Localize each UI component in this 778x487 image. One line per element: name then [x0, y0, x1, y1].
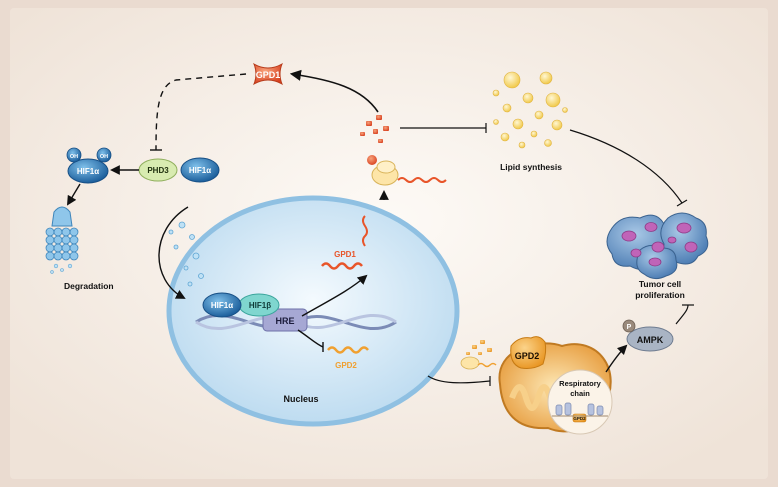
proteasome-icon	[45, 206, 79, 274]
gpd1-mrna-label: GPD1	[334, 250, 356, 259]
hif1a-oh-protein	[67, 158, 109, 184]
arrow-hre-to-gpd1	[301, 274, 368, 317]
nucleus	[166, 195, 460, 427]
respiratory-chain-inset	[547, 369, 613, 435]
arrow-translation-to-gpd1	[289, 69, 379, 113]
gpd2-mrna-label: GPD2	[335, 361, 357, 370]
phosphate-group	[622, 319, 636, 333]
gpd1-protein	[253, 62, 283, 86]
oh-group-left	[66, 147, 82, 163]
ampk-protein	[626, 326, 674, 352]
respiratory-label-line1: Respiratory	[559, 379, 602, 388]
phd3-label: PHD3	[147, 166, 169, 175]
oh-left-label: OH	[70, 154, 78, 160]
tumor-cells-icon	[606, 212, 709, 280]
hif1a-oh-label: HIF1α	[77, 167, 99, 176]
nucleus-label: Nucleus	[283, 394, 318, 404]
hre-box	[262, 308, 308, 332]
respiratory-label-line2: chain	[570, 389, 590, 398]
hif1a-complex	[202, 292, 242, 318]
lipid-synthesis-label: Lipid synthesis	[500, 162, 562, 172]
gpd1-fragments	[360, 115, 389, 143]
gpd1-mrna-exported	[362, 215, 368, 247]
phosphate-label: P	[627, 324, 632, 331]
hif1a-protein	[180, 157, 220, 183]
respiratory-complex-icons	[555, 402, 604, 416]
inhibit-gpd2-to-mito	[427, 375, 491, 384]
hif1b-complex-label: HIF1β	[249, 301, 271, 310]
hif-bubbles	[168, 221, 204, 287]
tumor-label-line1: Tumor cell	[639, 279, 681, 289]
inhibit-hre-to-gpd2	[297, 329, 324, 348]
mito-gpd2-inset-label: GPD2	[573, 416, 586, 421]
arrow-hif1a-to-nucleus	[158, 206, 189, 299]
gpd2-mrna	[327, 346, 369, 354]
gpd2-fragments	[466, 340, 492, 355]
hif1a-label: HIF1α	[189, 166, 211, 175]
lipid-droplets-icon	[492, 71, 568, 149]
oh-group-right	[96, 147, 112, 163]
gpd1-protein-label: GPD1	[256, 70, 281, 80]
gpd2-protein-label: GPD2	[515, 351, 540, 361]
ampk-label: AMPK	[637, 335, 664, 345]
inhibit-ampk-to-tumor	[675, 304, 689, 325]
arrow-mito-to-ampk	[605, 344, 628, 373]
translation-mrna	[397, 177, 447, 183]
ribosome-icon	[367, 155, 399, 186]
degradation-label: Degradation	[64, 281, 114, 291]
gpd1-mrna	[321, 262, 363, 270]
gpd2-protein	[510, 336, 547, 369]
tumor-label-line2: proliferation	[635, 290, 685, 300]
hre-label: HRE	[275, 316, 294, 326]
inhibit-lipid-to-tumor	[569, 129, 683, 204]
hif1a-complex-label: HIF1α	[211, 301, 233, 310]
gpd2-ribosome-icon	[460, 356, 497, 370]
inhibit-gpd1-to-phd3	[155, 73, 247, 151]
oh-right-label: OH	[100, 154, 108, 160]
arrow-to-degradation	[66, 183, 81, 206]
